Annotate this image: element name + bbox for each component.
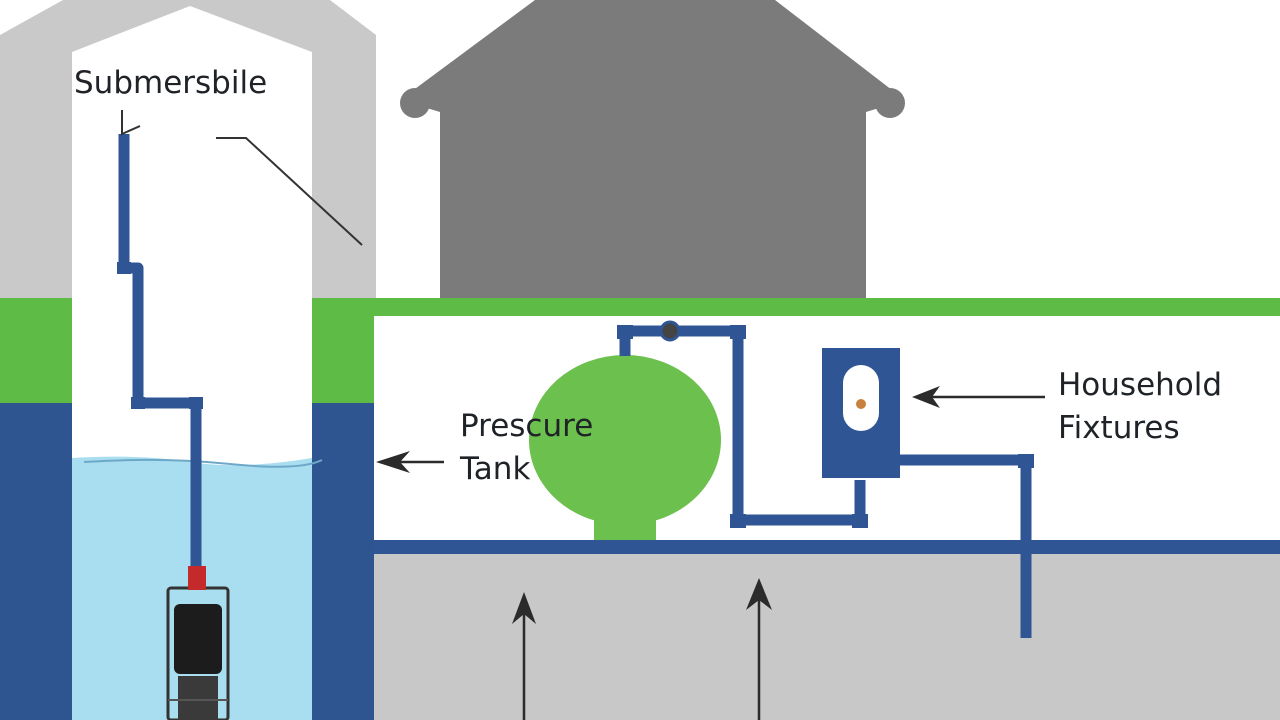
basement-soil — [374, 554, 1280, 720]
label-pointer-tick — [121, 110, 141, 136]
household-fixtures-label-line1: Household — [1058, 367, 1223, 403]
submersible-pump — [166, 566, 230, 720]
pressure-tank-label-line2: Tank — [460, 451, 531, 487]
pressure-gauge — [659, 320, 681, 342]
pressure-tank — [529, 355, 721, 540]
house-silhouette — [400, 0, 905, 300]
household-fixtures-label-line2: Fixtures — [1058, 410, 1180, 446]
pressure-tank-label: Prescure Tank — [460, 405, 593, 491]
pipe-coupling — [730, 514, 746, 528]
pipe-coupling — [730, 325, 746, 339]
pipe-coupling — [1018, 454, 1034, 468]
pipe-coupling — [131, 397, 145, 409]
pipe-coupling — [852, 514, 868, 528]
household-fixture-unit — [822, 348, 900, 478]
submersible-leader-line — [216, 137, 363, 246]
pipe-coupling — [189, 397, 203, 409]
pipe-coupling — [617, 325, 633, 339]
arrow-up-right — [746, 578, 772, 720]
arrow-to-fixtures — [912, 386, 1045, 408]
submersible-label: Submersbile — [74, 65, 268, 101]
arrow-up-left — [512, 592, 536, 720]
water-surface-line — [83, 458, 323, 468]
basement-floor — [374, 540, 1280, 554]
well-drop-pipe — [118, 134, 202, 580]
household-fixtures-label: Household Fixtures — [1058, 364, 1222, 450]
pressure-tank-label-line1: Prescure — [460, 408, 594, 444]
arrow-to-well — [376, 451, 444, 473]
pipe-coupling — [117, 262, 131, 274]
